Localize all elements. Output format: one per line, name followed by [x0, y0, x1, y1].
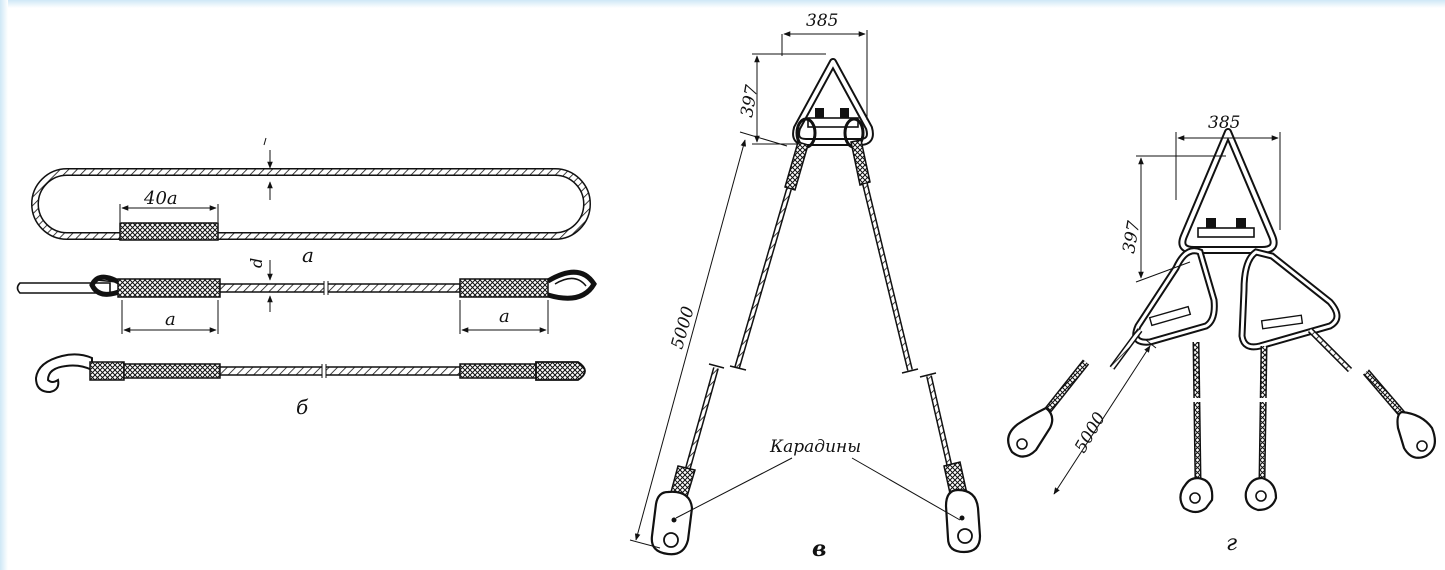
leg-1-hook [1007, 406, 1054, 458]
callout-carabiners: Карадины [769, 437, 861, 457]
dim-width-v-label: 385 [806, 11, 838, 31]
leg-3-hook [1244, 476, 1278, 512]
callout-leader-left [675, 457, 793, 519]
dim-length-g-label: 5000 [1071, 409, 1110, 457]
callout-leader-right [851, 457, 961, 521]
leg-4-hook [1396, 410, 1437, 459]
left-splice [117, 278, 221, 298]
dim-d-label: d [247, 258, 266, 268]
dim-line-length-v [634, 139, 747, 541]
dim-width-g-label: 385 [1208, 113, 1240, 133]
right-sub-link [1238, 248, 1341, 351]
hook-shank [89, 361, 125, 381]
figure-b-hook-sling: б [34, 353, 586, 419]
dim-line-length-g [1053, 345, 1151, 495]
bolt-plate [807, 117, 859, 128]
frame-edge-left [0, 0, 8, 570]
leg-2-hook [1179, 476, 1214, 514]
figure-b-label: б [296, 395, 309, 419]
left-carabiner [650, 490, 694, 556]
dim-splice-label: 40a [143, 188, 178, 209]
frame-edge-top [0, 0, 1445, 8]
dim-a-left-label: a [165, 309, 176, 330]
left-leg-splice-top [784, 141, 809, 191]
right-splice [459, 278, 549, 298]
hook-right-splice [459, 363, 537, 379]
left-eye-loop [89, 274, 130, 297]
loop-rope-texture [32, 169, 590, 239]
hook-rope [219, 366, 461, 376]
figure-a-label: а [302, 243, 314, 267]
hook-splice [123, 363, 221, 379]
end-thimble [535, 361, 586, 381]
master-bolt-plate [1197, 227, 1255, 238]
right-leg-splice-top [850, 139, 871, 186]
figure-v-two-leg-sling: 385 397 5000 Карадины в [629, 11, 982, 562]
straight-sling-eyes: d a a [16, 258, 597, 334]
dim-a-right-label: a [499, 306, 510, 327]
figure-a-loop-sling: 40a а [31, 137, 591, 267]
hook [34, 353, 93, 394]
loop-rope-outer [31, 168, 591, 240]
figure-g-four-leg-sling: 385 397 5000 г [1007, 113, 1437, 556]
dim-height-v-label: 397 [737, 83, 762, 119]
right-eye-loop [546, 269, 597, 301]
main-rope [219, 283, 461, 293]
figure-v-label: в [812, 536, 826, 562]
figure-g-label: г [1226, 531, 1237, 556]
triangle-link [792, 58, 874, 146]
loop-splice [119, 222, 219, 241]
